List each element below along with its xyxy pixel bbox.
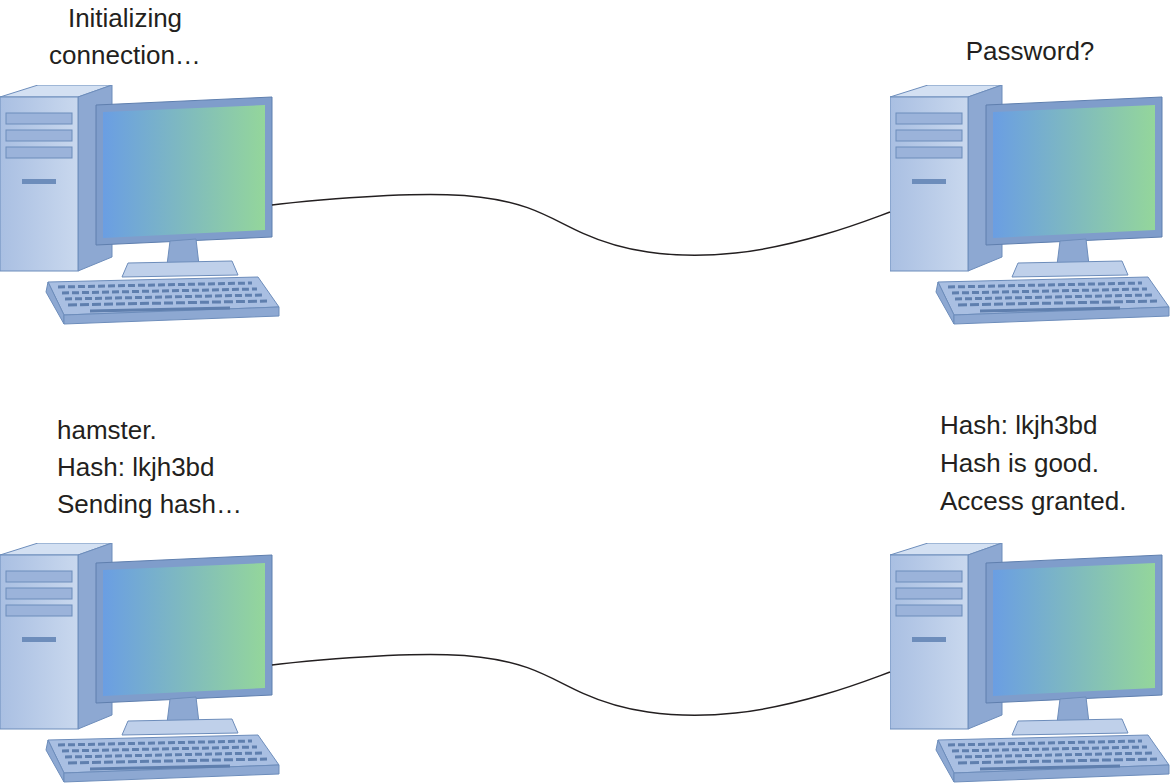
computer-icon xyxy=(0,85,279,324)
computer-icon xyxy=(0,543,279,782)
screen-message: Sending hash… xyxy=(57,486,242,523)
computer-icon xyxy=(890,543,1169,782)
screen-message: Hash: lkjh3bd xyxy=(940,407,1098,444)
computer-node: hamster.Hash: lkjh3bdSending hash… xyxy=(0,405,272,783)
screen-message: hamster. xyxy=(57,412,157,449)
screen-message: Access granted. xyxy=(940,483,1126,520)
screen-message: Hash is good. xyxy=(940,445,1099,482)
screen-message: Hash: lkjh3bd xyxy=(57,449,215,486)
computer-node: Password? xyxy=(890,0,1171,325)
screen-message: Initializing connection… xyxy=(0,0,250,74)
computer-icon xyxy=(890,85,1169,324)
computer-node: Initializing connection… xyxy=(0,0,272,325)
screen-message: Password? xyxy=(920,33,1140,70)
network-cable xyxy=(272,194,890,255)
network-cable xyxy=(272,654,890,715)
computer-node: Hash: lkjh3bdHash is good.Access granted… xyxy=(890,405,1171,783)
